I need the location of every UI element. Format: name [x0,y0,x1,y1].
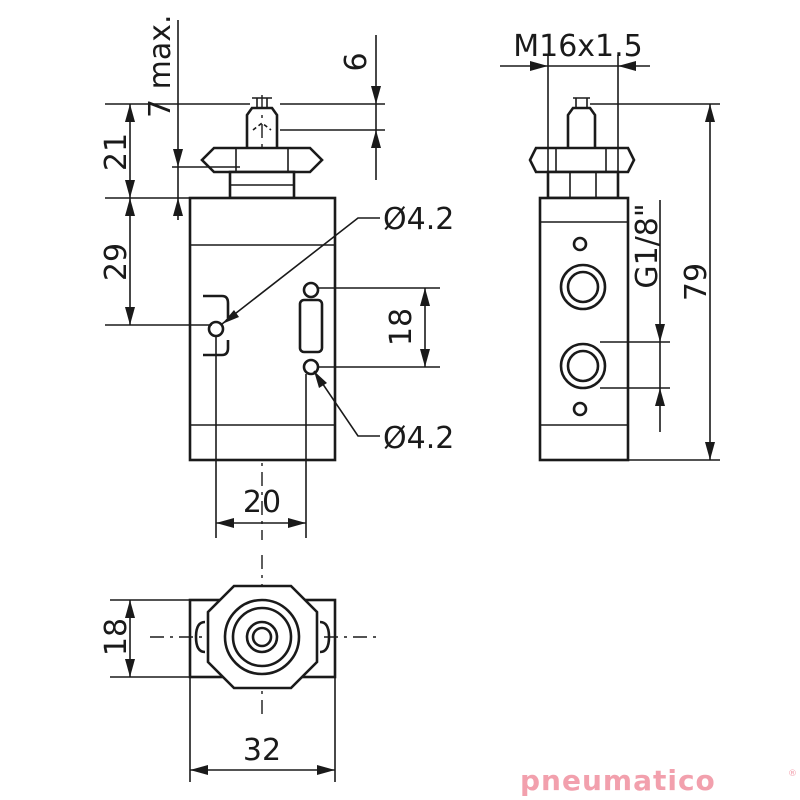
arrow-32-right [317,765,335,775]
plunger-pin [245,106,279,178]
dim-label-stroke-max: 7 max. [143,14,178,118]
brand-name: pneumatico [520,764,716,797]
dim-label-hole-top: Ø4.2 [383,202,454,237]
brand-logo: pneumatico ® [520,764,797,797]
port-1-outer [559,263,607,311]
arrow-thread-left [530,61,548,71]
arrow-port-top [655,324,665,342]
dim-label-pin-height: 6 [339,52,374,71]
arrow-29-top [125,198,135,216]
dim-label-width-front: 20 [243,485,281,520]
dim-label-thread: M16x1.5 [513,29,643,64]
arrow-6-bottom [371,130,381,148]
leader-arrow-bottom [314,371,327,388]
dim-label-port-thread: G1/8" [630,203,665,288]
port-1-inner [566,270,600,304]
bottom-ring-inner [245,620,279,654]
mount-slot [298,298,324,354]
arrow-79-bottom [705,442,715,460]
valve-body-front [188,196,337,462]
bottom-ring-mid [231,606,293,668]
brand-registered-mark: ® [788,769,797,779]
front-view: 7 max. 6 21 29 Ø4.2 18 Ø4.2 20 [99,14,454,540]
dim-label-total-height: 79 [679,263,714,301]
arrow-32-left [190,765,208,775]
dim-label-width-bottom: 32 [243,733,281,768]
arrow-20-left [216,518,234,528]
arrow-18-bottom [420,349,430,367]
plunger-hidden-line [252,121,272,131]
arrow-depth-top [125,600,135,618]
mount-cutout-top [203,294,230,318]
arrow-thread-right [618,61,636,71]
arrow-21-bottom [125,180,135,198]
port-2-outer [559,342,607,390]
arrow-79-top [705,104,715,122]
side-plunger-pin [566,106,597,148]
valve-body-side [538,196,630,462]
arrow-29-bottom [125,307,135,325]
dim-label-hole-bottom: Ø4.2 [383,421,454,456]
leader-hole-bottom [313,370,380,437]
bottom-view: 18 32 [99,555,378,782]
mount-cutout-bottom [203,340,230,357]
bottom-ring-outer [223,598,301,676]
leader-hole-top [221,217,380,325]
arrow-port-bottom [655,388,665,406]
boss-left [194,620,206,654]
arrow-21-top [125,104,135,122]
side-collar [546,170,620,200]
side-small-hole-bottom [572,401,588,417]
dim-label-top-to-hole: 29 [99,243,134,281]
arrow-7max-top [173,149,183,167]
arrow-6-top [371,86,381,104]
dim-label-upper-height: 21 [99,133,134,171]
port-2-inner [566,349,600,383]
side-view: M16x1.5 G1/8" 79 [500,29,720,462]
hex-nut [200,146,324,174]
bottom-pin-hole [251,626,273,648]
leader-arrow-top [222,310,239,324]
dim-label-depth-bottom: 18 [99,618,134,656]
arrow-18-top [420,288,430,306]
arrow-20-right [288,518,306,528]
boss-right [319,620,331,654]
dim-label-hole-spacing: 18 [384,308,419,346]
arrow-depth-bottom [125,659,135,677]
arrow-7max-bottom [173,198,183,216]
side-small-hole-top [572,236,588,252]
mount-hole-upper [302,281,320,299]
